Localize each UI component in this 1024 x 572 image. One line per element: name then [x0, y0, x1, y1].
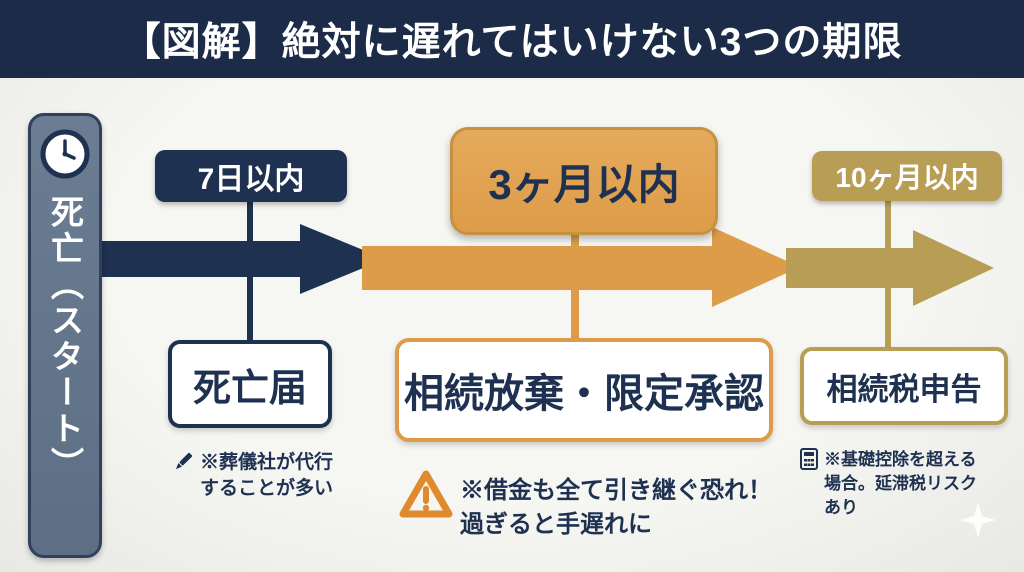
sparkle-icon: [960, 502, 996, 538]
arrow-segment-gold: [786, 230, 994, 306]
task-box-death-registration: 死亡届: [168, 340, 332, 428]
note-death-registration: ※葬儀社が代行 することが多い: [172, 450, 333, 501]
arrow-segment-orange: [362, 227, 800, 307]
start-bar: 死亡（スタート）: [28, 113, 102, 558]
period-badge-3months: 3ヶ月以内: [450, 127, 718, 235]
connector-line-7days: [247, 198, 253, 348]
connector-line-10months: [885, 198, 891, 356]
note-inheritance-tax: ※基礎控除を超える 場合。延滞税リスク あり: [800, 448, 977, 519]
arrow-segment-navy: [95, 224, 385, 294]
start-label: 死亡（スタート）: [46, 195, 84, 483]
header-bar: 【図解】絶対に遅れてはいけない3つの期限: [0, 0, 1024, 78]
note-inheritance-renunciation: ※借金も全て引き継ぐ恐れ！ 過ぎると手遅れに: [398, 468, 772, 541]
pencil-icon: [172, 450, 194, 474]
connector-line-3months: [571, 230, 579, 346]
task-box-inheritance-renunciation: 相続放棄・限定承認: [395, 338, 773, 442]
period-badge-7days: 7日以内: [155, 150, 347, 202]
period-badge-10months: 10ヶ月以内: [812, 151, 1002, 201]
clock-icon: [39, 128, 91, 185]
note-text: ※葬儀社が代行 することが多い: [200, 452, 334, 499]
calculator-icon: [800, 448, 818, 470]
warning-icon: [398, 468, 454, 522]
page-title: 【図解】絶対に遅れてはいけない3つの期限: [121, 21, 903, 64]
note-text: ※借金も全て引き継ぐ恐れ！ 過ぎると手遅れに: [460, 477, 772, 538]
task-box-inheritance-tax: 相続税申告: [800, 347, 1008, 425]
note-text: ※基礎控除を超える 場合。延滞税リスク あり: [824, 450, 977, 517]
